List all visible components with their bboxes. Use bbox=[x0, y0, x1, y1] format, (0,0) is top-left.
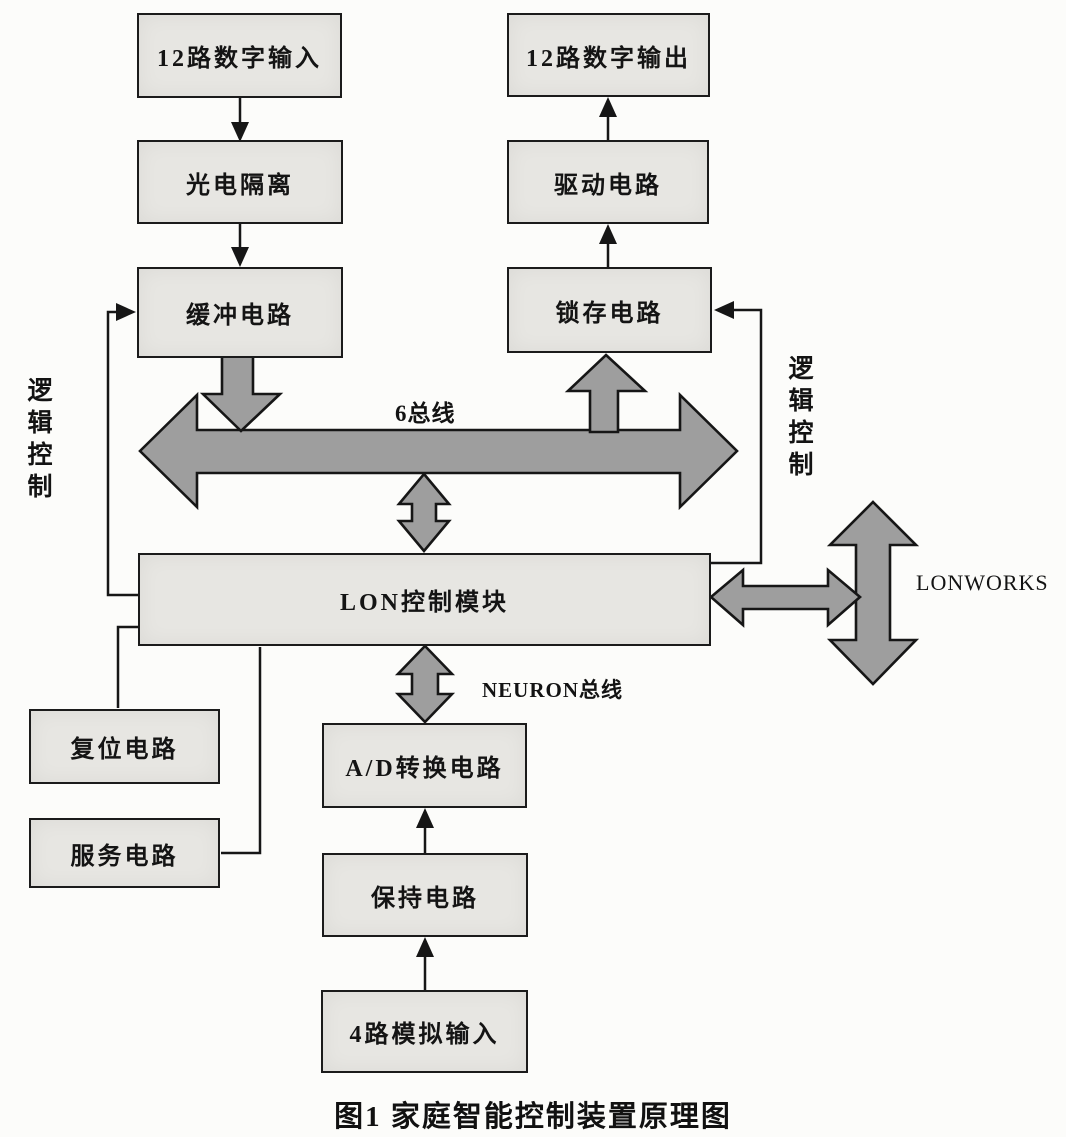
lonworks-vertical-double-arrow bbox=[826, 500, 920, 686]
block-latch-circuit-label: 锁存电路 bbox=[555, 300, 664, 327]
block-analog-input-4-label: 4路模拟输入 bbox=[349, 1022, 500, 1048]
drive-to-digital-output-arrowhead bbox=[599, 97, 617, 117]
logic-control-left-label: 逻辑控制 bbox=[24, 377, 51, 505]
block-buffer-circuit: 缓冲电路 bbox=[137, 267, 343, 358]
neuron-double-arrow bbox=[394, 644, 456, 724]
block-digital-input-12-label: 12路数字输入 bbox=[157, 46, 322, 72]
bus-horizontal-double-arrow bbox=[138, 391, 739, 511]
latch-to-drive-arrowhead bbox=[599, 224, 617, 244]
service-to-lon-line bbox=[221, 647, 262, 855]
bus-to-latch-up-arrow bbox=[564, 353, 649, 434]
lonworks-label: LONWORKS bbox=[916, 570, 1049, 595]
lon-to-buffer-feedback-line bbox=[106, 310, 139, 597]
block-analog-input-4: 4路模拟输入 bbox=[321, 990, 528, 1073]
block-service-circuit: 服务电路 bbox=[29, 818, 220, 888]
block-digital-output-12-label: 12路数字输出 bbox=[526, 45, 691, 72]
reset-to-lon-line bbox=[116, 625, 139, 708]
lon-to-latch-feedback-arrowhead bbox=[714, 301, 734, 319]
block-hold-circuit-label: 保持电路 bbox=[371, 885, 479, 912]
block-digital-input-12: 12路数字输入 bbox=[137, 13, 342, 98]
block-lon-module: LON控制模块 bbox=[138, 553, 711, 646]
neuron-bus-label: NEURON总线 bbox=[482, 678, 624, 702]
block-reset-circuit: 复位电路 bbox=[29, 709, 220, 784]
digital-input-to-opto-arrowhead bbox=[231, 122, 249, 142]
hold-to-ad-arrowhead bbox=[416, 808, 434, 828]
block-digital-output-12: 12路数字输出 bbox=[507, 13, 710, 97]
block-buffer-circuit-label: 缓冲电路 bbox=[186, 303, 294, 329]
block-ad-converter-label: A/D转换电路 bbox=[345, 756, 504, 782]
block-opto-isolation: 光电隔离 bbox=[137, 140, 343, 224]
block-latch-circuit: 锁存电路 bbox=[507, 267, 712, 353]
block-ad-converter: A/D转换电路 bbox=[322, 723, 527, 808]
bus-lon-double-arrow bbox=[396, 471, 452, 554]
lon-to-buffer-feedback-arrowhead bbox=[116, 303, 136, 321]
buffer-to-bus-down-arrow bbox=[199, 354, 284, 433]
block-opto-isolation-label: 光电隔离 bbox=[186, 172, 294, 199]
opto-to-buffer-arrowhead bbox=[231, 247, 249, 267]
block-hold-circuit: 保持电路 bbox=[322, 853, 528, 937]
block-drive-circuit: 驱动电路 bbox=[507, 140, 709, 224]
lonworks-horizontal-double-arrow bbox=[709, 567, 862, 628]
figure-caption: 图1 家庭智能控制装置原理图 bbox=[334, 1101, 732, 1133]
bus6-label: 6总线 bbox=[395, 401, 456, 426]
lon-to-latch-feedback-line bbox=[710, 308, 763, 565]
block-service-circuit-label: 服务电路 bbox=[70, 843, 179, 870]
block-reset-circuit-label: 复位电路 bbox=[70, 737, 179, 763]
block-drive-circuit-label: 驱动电路 bbox=[554, 172, 662, 199]
logic-control-right-label: 逻辑控制 bbox=[785, 355, 812, 483]
block-lon-module-label: LON控制模块 bbox=[339, 590, 509, 616]
analog-to-hold-arrowhead bbox=[416, 937, 434, 957]
